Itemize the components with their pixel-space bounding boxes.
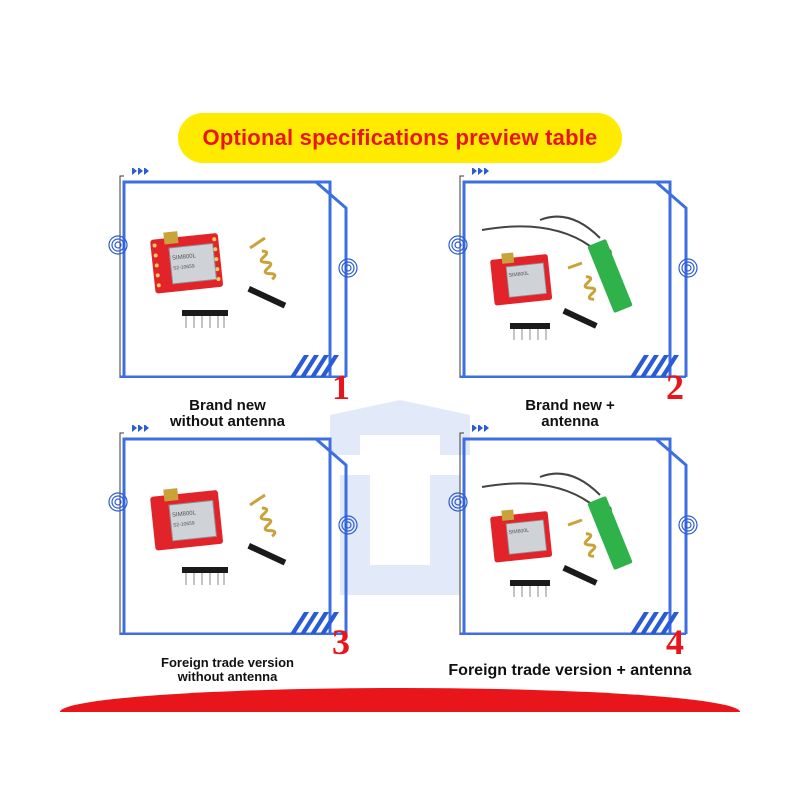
pcb-antenna xyxy=(481,215,633,313)
arrow-icon xyxy=(472,425,489,432)
signal-icon xyxy=(108,235,128,255)
svg-text:SIM800L: SIM800L xyxy=(508,528,529,536)
option-panel-3: SIM800L S2-10659 3 xyxy=(100,425,400,662)
panel-frame: SIM800L S2-10659 xyxy=(108,168,358,378)
option-panel-1: SIM800L S2-10659 1 xyxy=(100,168,400,407)
title-banner: Optional specifications preview table xyxy=(178,113,622,163)
spring-antenna xyxy=(567,518,597,558)
gsm-module: SIM800L S2-10659 xyxy=(150,488,223,551)
caption-line: Foreign trade version + antenna xyxy=(448,662,692,679)
signal-icon xyxy=(108,492,128,512)
option-number: 1 xyxy=(332,367,350,407)
svg-text:S2-10659: S2-10659 xyxy=(173,520,195,528)
caption-line: without antenna xyxy=(177,668,278,684)
stripe-icon xyxy=(630,355,679,377)
spring-antenna xyxy=(567,261,597,301)
option-panel-2: SIM800L 2 xyxy=(440,168,740,407)
signal-icon xyxy=(448,235,468,255)
bottom-accent-bar xyxy=(60,688,740,712)
panel-frame: SIM800L xyxy=(448,168,698,378)
spring-antenna xyxy=(249,493,277,538)
arrow-icon xyxy=(132,425,149,432)
caption-option-3: Foreign trade version without antenna xyxy=(135,656,320,683)
pcb-antenna xyxy=(481,472,633,570)
caption-line: antenna xyxy=(541,412,599,430)
svg-text:SIM800L: SIM800L xyxy=(172,253,197,262)
svg-text:SIM800L: SIM800L xyxy=(508,271,529,279)
stripe-icon xyxy=(290,355,339,377)
caption-line: without antenna xyxy=(170,412,285,430)
gsm-module: SIM800L xyxy=(490,509,553,563)
svg-text:S2-10659: S2-10659 xyxy=(173,263,195,271)
page-title: Optional specifications preview table xyxy=(202,125,598,150)
svg-text:SIM800L: SIM800L xyxy=(172,510,197,519)
pin-header xyxy=(182,543,287,585)
gsm-module: SIM800L xyxy=(490,252,553,306)
caption-option-2: Brand new + antenna xyxy=(485,398,655,430)
arrow-icon xyxy=(472,168,489,175)
pin-header xyxy=(182,285,287,328)
option-number: 3 xyxy=(332,622,350,662)
spring-antenna xyxy=(249,236,277,281)
caption-option-1: Brand new without antenna xyxy=(140,398,315,430)
caption-option-4: Foreign trade version + antenna xyxy=(410,662,730,680)
caption-line: Brand new xyxy=(189,397,266,414)
gsm-module: SIM800L S2-10659 xyxy=(150,231,223,294)
option-number: 4 xyxy=(666,622,684,662)
panel-frame: SIM800L S2-10659 xyxy=(108,425,358,635)
pin-header xyxy=(510,307,598,340)
arrow-icon xyxy=(132,168,149,175)
pin-header xyxy=(510,565,598,597)
panel-frame: SIM800L xyxy=(448,425,698,635)
option-panel-4: SIM800L 4 xyxy=(440,425,740,662)
signal-icon xyxy=(448,492,468,512)
caption-line: Foreign trade version xyxy=(161,655,294,670)
option-number: 2 xyxy=(666,367,684,407)
stripe-icon xyxy=(630,612,679,634)
stripe-icon xyxy=(290,612,339,634)
caption-line: Brand new + xyxy=(525,397,615,414)
